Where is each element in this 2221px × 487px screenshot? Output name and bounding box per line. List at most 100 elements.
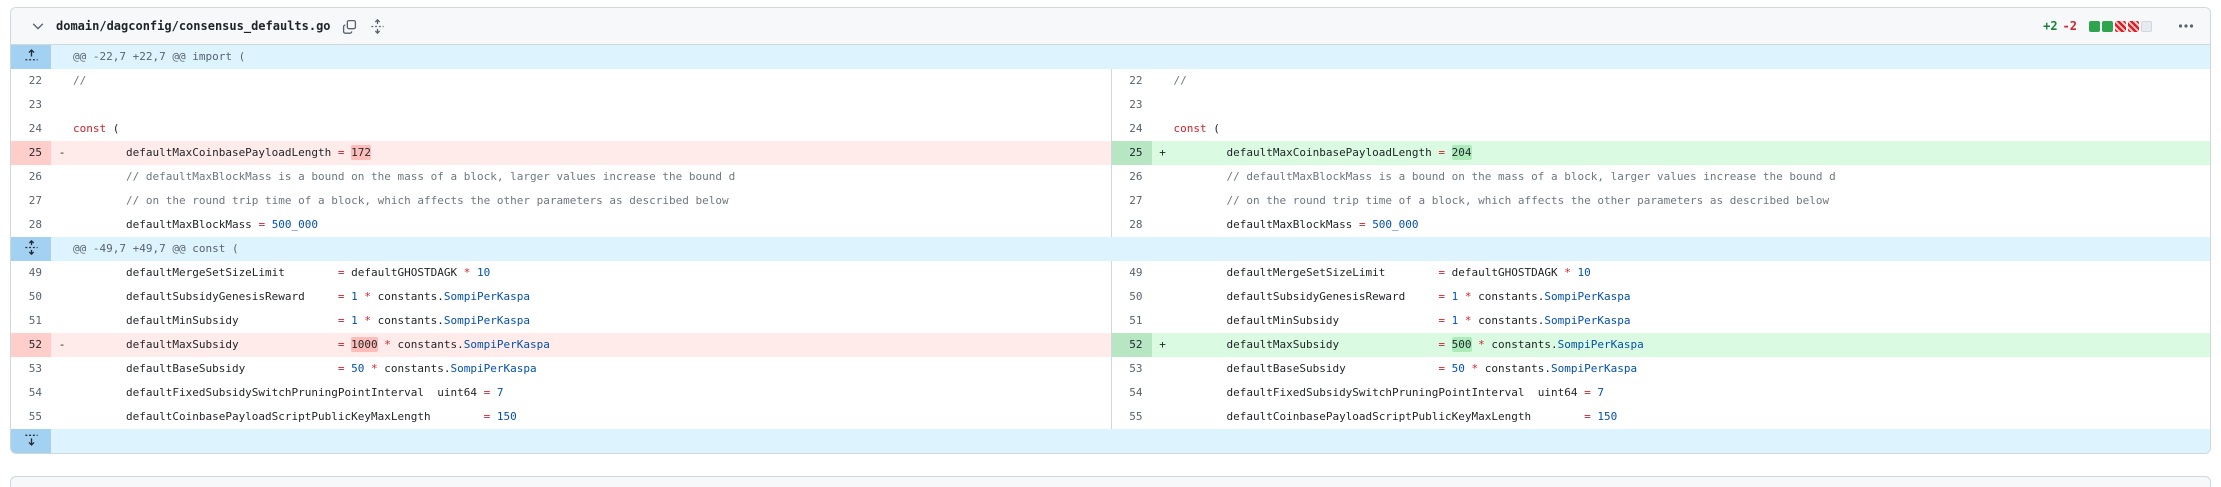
diff-row: 55 defaultCoinbasePayloadScriptPublicKey… — [11, 405, 2210, 429]
diff-marker — [1152, 381, 1174, 405]
line-number[interactable]: 49 — [28, 266, 42, 279]
line-number[interactable]: 53 — [28, 362, 42, 375]
diff-line-context: 24 const ( — [1110, 117, 2210, 141]
code-text: defaultCoinbasePayloadScriptPublicKeyMax… — [73, 410, 517, 423]
diff-marker — [1152, 261, 1174, 285]
line-number[interactable]: 50 — [28, 290, 42, 303]
line-number[interactable]: 28 — [28, 218, 42, 231]
line-number[interactable]: 23 — [28, 98, 42, 111]
line-number[interactable]: 22 — [1129, 74, 1143, 87]
code-text — [1174, 93, 2211, 117]
diff-line-context: 26 // defaultMaxBlockMass is a bound on … — [1110, 165, 2210, 189]
diff-marker — [1152, 69, 1174, 93]
line-number[interactable]: 54 — [1129, 386, 1143, 399]
hunk-header-text: @@ -49,7 +49,7 @@ const ( — [73, 242, 239, 255]
diff-line-context: 49 defaultMergeSetSizeLimit = defaultGHO… — [11, 261, 1111, 285]
diff-line-context: 51 defaultMinSubsidy = 1 * constants.Som… — [1110, 309, 2210, 333]
diff-line-deleted: 52- defaultMaxSubsidy = 1000 * constants… — [11, 333, 1111, 357]
code-text: // on the round trip time of a block, wh… — [73, 194, 729, 207]
code-text — [73, 93, 1111, 117]
line-number[interactable]: 51 — [1129, 314, 1143, 327]
diff-row: 24 const ( 24 const ( — [11, 117, 2210, 141]
diff-marker — [51, 165, 73, 189]
line-number[interactable]: 24 — [1129, 122, 1143, 135]
diff-marker — [51, 381, 73, 405]
file-options-button[interactable] — [2176, 16, 2196, 36]
code-text: // — [1173, 74, 1187, 87]
copy-path-button[interactable] — [340, 17, 359, 36]
diff-row: 27 // on the round trip time of a block,… — [11, 189, 2210, 213]
diff-marker — [51, 213, 73, 237]
code-text: defaultMaxBlockMass = 500_000 — [73, 218, 319, 231]
code-text: defaultMaxSubsidy = 500 * constants.Somp… — [1173, 337, 1644, 352]
code-text: defaultFixedSubsidySwitchPruningPointInt… — [73, 386, 504, 399]
code-text: defaultBaseSubsidy = 50 * constants.Somp… — [1173, 362, 1638, 375]
diff-marker — [51, 357, 73, 381]
line-number[interactable]: 52 — [11, 333, 51, 357]
line-number[interactable]: 28 — [1129, 218, 1143, 231]
line-number[interactable]: 49 — [1129, 266, 1143, 279]
line-number[interactable]: 25 — [11, 141, 51, 165]
code-text: defaultFixedSubsidySwitchPruningPointInt… — [1173, 386, 1604, 399]
diff-line-added: 52 + defaultMaxSubsidy = 500 * constants.… — [1110, 333, 2210, 357]
line-number[interactable]: 55 — [1129, 410, 1143, 423]
diff-marker: + — [1159, 338, 1166, 351]
line-number[interactable]: 50 — [1129, 290, 1143, 303]
file-path: domain/dagconfig/consensus_defaults.go — [56, 19, 331, 33]
code-text: defaultBaseSubsidy = 50 * constants.Somp… — [73, 362, 537, 375]
diff-marker — [51, 309, 73, 333]
code-text: const ( — [73, 122, 120, 135]
diff-counts: +2-2 — [2043, 19, 2077, 33]
file-header: domain/dagconfig/consensus_defaults.go +… — [11, 8, 2210, 45]
expand-up-button[interactable] — [11, 45, 51, 69]
diff-marker — [51, 69, 73, 93]
expand-down-button[interactable] — [11, 429, 51, 453]
code-text: defaultMaxCoinbasePayloadLength = 172 — [73, 145, 372, 160]
diff-marker — [1152, 93, 1174, 117]
line-number[interactable]: 27 — [1129, 194, 1143, 207]
line-number[interactable]: 52 — [1111, 333, 1152, 357]
diff-row: 52- defaultMaxSubsidy = 1000 * constants… — [11, 333, 2210, 357]
diff-line-context: 50 defaultSubsidyGenesisReward = 1 * con… — [1110, 285, 2210, 309]
code-text: defaultMaxBlockMass = 500_000 — [1173, 218, 1419, 231]
diff-line-context: 55 defaultCoinbasePayloadScriptPublicKey… — [11, 405, 1111, 429]
hunk-header-row: @@ -22,7 +22,7 @@ import ( — [11, 45, 2210, 69]
hunk-header-row: @@ -49,7 +49,7 @@ const ( — [11, 237, 2210, 261]
line-number[interactable]: 24 — [28, 122, 42, 135]
file-diff-card: domain/dagconfig/consensus_defaults.go +… — [10, 7, 2211, 454]
diff-marker — [51, 117, 73, 141]
diff-marker: - — [58, 146, 66, 159]
diff-row: 25- defaultMaxCoinbasePayloadLength = 17… — [11, 141, 2210, 165]
collapse-file-button[interactable] — [29, 17, 47, 35]
line-number[interactable]: 25 — [1111, 141, 1152, 165]
diffstat-square-deleted — [2115, 20, 2126, 32]
line-number[interactable]: 26 — [28, 170, 42, 183]
expand-down-icon — [24, 432, 39, 450]
diff-line-context: 54 defaultFixedSubsidySwitchPruningPoint… — [11, 381, 1111, 405]
diff-marker — [1152, 213, 1174, 237]
diff-line-context: 27 // on the round trip time of a block,… — [11, 189, 1111, 213]
diff-line-context: 23 — [1110, 93, 2211, 117]
diff-marker — [1152, 309, 1174, 333]
line-number[interactable]: 54 — [28, 386, 42, 399]
diff-row: 53 defaultBaseSubsidy = 50 * constants.S… — [11, 357, 2210, 381]
line-number[interactable]: 23 — [1129, 98, 1143, 111]
diff-line-context: 28 defaultMaxBlockMass = 500_000 — [11, 213, 1111, 237]
diff-marker — [51, 189, 73, 213]
line-number[interactable]: 53 — [1129, 362, 1143, 375]
hunk-header-row — [11, 429, 2210, 453]
next-file-card — [10, 476, 2211, 487]
line-number[interactable]: 51 — [28, 314, 42, 327]
line-number[interactable]: 27 — [28, 194, 42, 207]
diff-line-deleted: 25- defaultMaxCoinbasePayloadLength = 17… — [11, 141, 1111, 165]
diff-row: 23 23 — [11, 93, 2210, 117]
line-number[interactable]: 55 — [28, 410, 42, 423]
diff-line-context: 54 defaultFixedSubsidySwitchPruningPoint… — [1110, 381, 2210, 405]
code-text: const ( — [1173, 122, 1220, 135]
expand-all-hunks-button[interactable] — [368, 17, 387, 36]
line-number[interactable]: 22 — [28, 74, 42, 87]
expand-unfold-button[interactable] — [11, 237, 51, 261]
code-text: defaultMinSubsidy = 1 * constants.SompiP… — [1173, 314, 1631, 327]
line-number[interactable]: 26 — [1129, 170, 1143, 183]
